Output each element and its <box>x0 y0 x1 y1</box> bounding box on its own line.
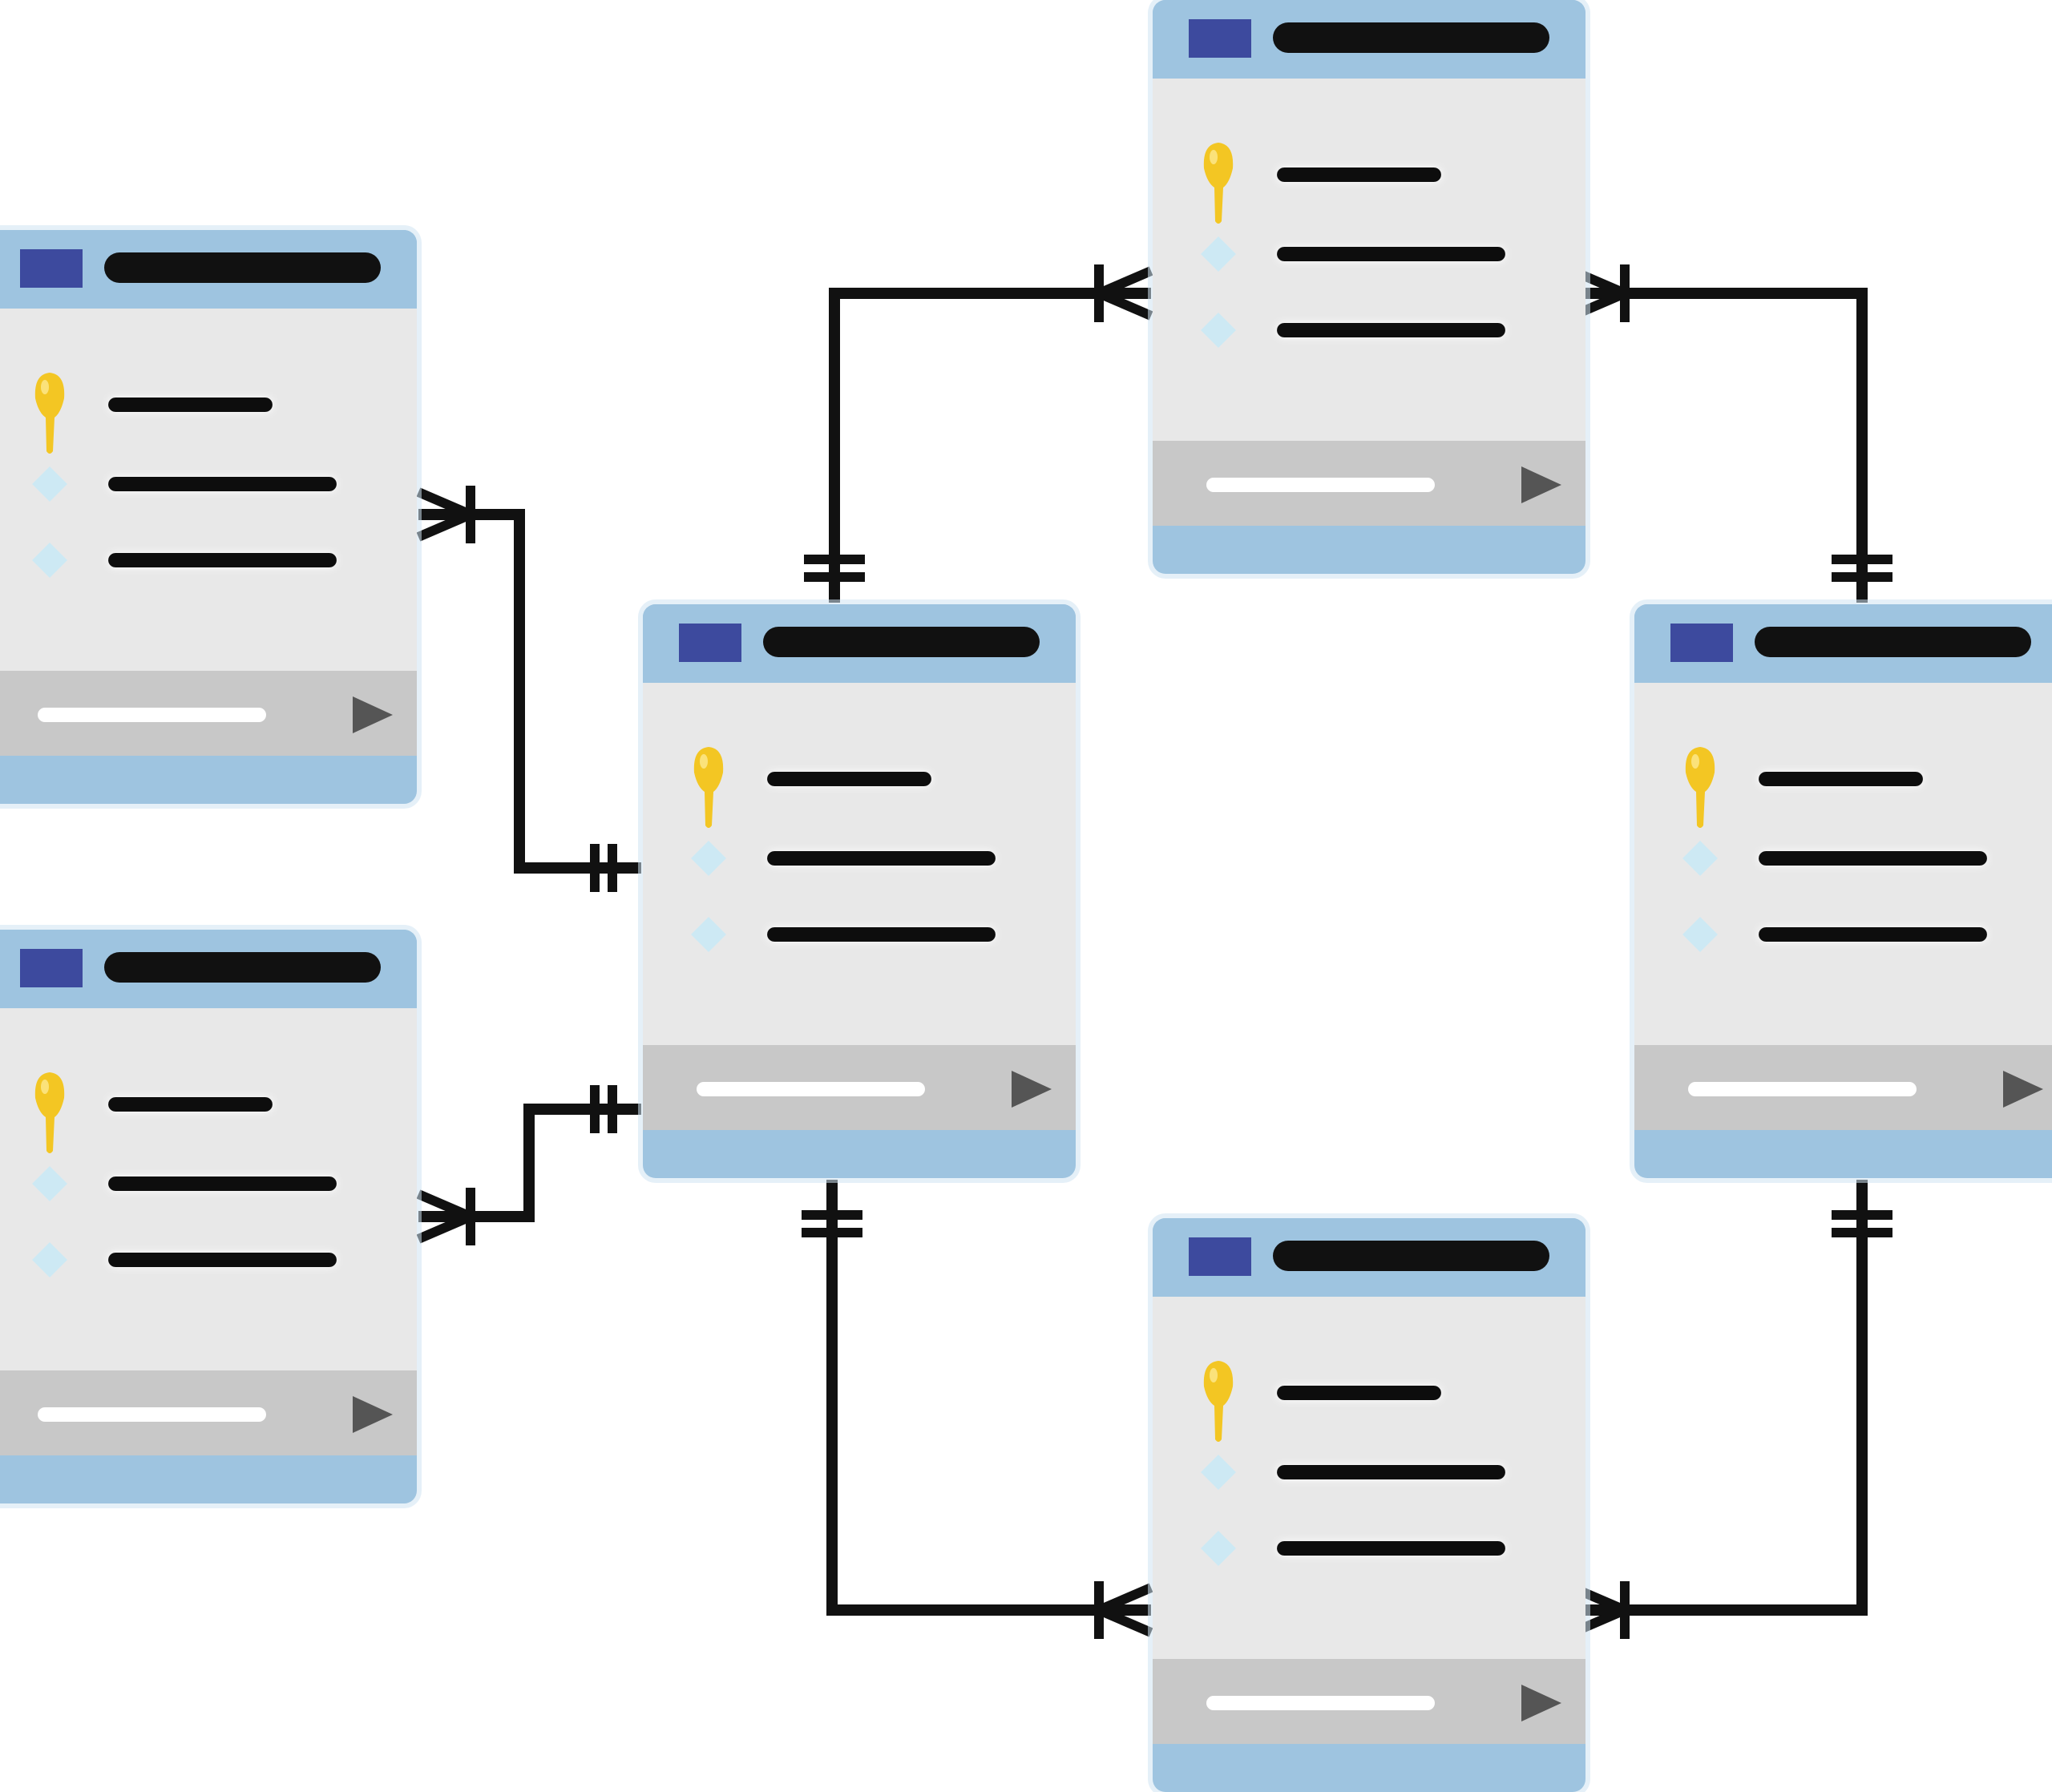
play-arrow-icon <box>353 696 393 733</box>
key-highlight <box>1691 754 1699 769</box>
table-header-square-icon <box>1189 1237 1251 1276</box>
key-highlight <box>700 754 708 769</box>
attribute-diamond-icon <box>1201 313 1236 348</box>
primary-key-icon <box>34 1072 65 1153</box>
entity-table-left-bottom <box>0 925 422 1508</box>
field-name-line <box>1759 772 1923 786</box>
table-header-square-icon <box>20 949 83 987</box>
entity-table-left-top <box>0 225 422 809</box>
connector-center-bottom <box>826 1180 1151 1616</box>
table-header-square-icon <box>679 624 741 662</box>
primary-key-icon <box>1203 143 1234 224</box>
connector-center-top <box>829 288 1151 603</box>
field-name-line <box>1759 851 1987 866</box>
field-name-line <box>1277 1541 1505 1556</box>
attribute-diamond-icon <box>691 841 726 876</box>
key-shape <box>34 373 65 454</box>
entity-table-top <box>1148 0 1590 579</box>
field-name-line <box>108 477 337 491</box>
field-name-line <box>108 553 337 567</box>
field-name-line <box>1277 323 1505 337</box>
key-highlight <box>41 380 49 394</box>
table-header-square-icon <box>1670 624 1733 662</box>
table-header-square-icon <box>1189 19 1251 58</box>
table-title-bar <box>1755 627 2031 657</box>
play-arrow-icon <box>1521 466 1561 503</box>
attribute-diamond-icon <box>1682 841 1718 876</box>
table-title-bar <box>1273 22 1549 53</box>
table-title-bar <box>1273 1241 1549 1271</box>
key-highlight <box>41 1080 49 1094</box>
field-name-line <box>108 1177 337 1191</box>
footer-input-bar <box>1206 1696 1435 1710</box>
connector-right-top <box>1573 288 1868 603</box>
field-name-line <box>1277 1465 1505 1479</box>
table-title-bar <box>104 252 381 283</box>
relationship-connectors <box>416 264 1892 1639</box>
field-name-line <box>108 1253 337 1267</box>
primary-key-icon <box>34 373 65 454</box>
key-shape <box>693 747 724 828</box>
field-name-line <box>1277 167 1441 182</box>
connector-right-bottom <box>1573 1180 1868 1616</box>
key-highlight <box>1210 150 1218 164</box>
attribute-diamond-icon <box>32 1166 67 1201</box>
field-name-line <box>767 772 931 786</box>
entity-table-center <box>638 599 1081 1183</box>
attribute-diamond-icon <box>32 543 67 578</box>
play-arrow-icon <box>353 1396 393 1433</box>
footer-input-bar <box>697 1082 925 1096</box>
key-shape <box>34 1072 65 1153</box>
key-shape <box>1685 747 1715 828</box>
primary-key-icon <box>693 747 724 828</box>
attribute-diamond-icon <box>1201 236 1236 272</box>
footer-input-bar <box>1206 478 1435 492</box>
attribute-diamond-icon <box>32 1242 67 1277</box>
table-header-square-icon <box>20 249 83 288</box>
play-arrow-icon <box>2003 1071 2043 1108</box>
play-arrow-icon <box>1521 1685 1561 1721</box>
attribute-diamond-icon <box>1201 1531 1236 1566</box>
connector-lefttop-center <box>418 509 641 874</box>
field-name-line <box>1277 1386 1441 1400</box>
play-arrow-icon <box>1012 1071 1052 1108</box>
key-shape <box>1203 1361 1234 1442</box>
field-name-line <box>767 927 996 942</box>
field-name-line <box>1277 247 1505 261</box>
footer-input-bar <box>38 708 266 722</box>
primary-key-icon <box>1685 747 1715 828</box>
key-shape <box>1203 143 1234 224</box>
field-name-line <box>1759 927 1987 942</box>
table-title-bar <box>763 627 1040 657</box>
attribute-diamond-icon <box>1682 917 1718 952</box>
field-name-line <box>767 851 996 866</box>
attribute-diamond-icon <box>1201 1455 1236 1490</box>
footer-input-bar <box>38 1407 266 1422</box>
entity-table-right <box>1630 599 2052 1183</box>
primary-key-icon <box>1203 1361 1234 1442</box>
table-title-bar <box>104 952 381 983</box>
entity-table-bottom <box>1148 1213 1590 1792</box>
footer-input-bar <box>1688 1082 1917 1096</box>
attribute-diamond-icon <box>691 917 726 952</box>
key-highlight <box>1210 1368 1218 1382</box>
field-name-line <box>108 398 273 412</box>
field-name-line <box>108 1097 273 1112</box>
attribute-diamond-icon <box>32 466 67 502</box>
